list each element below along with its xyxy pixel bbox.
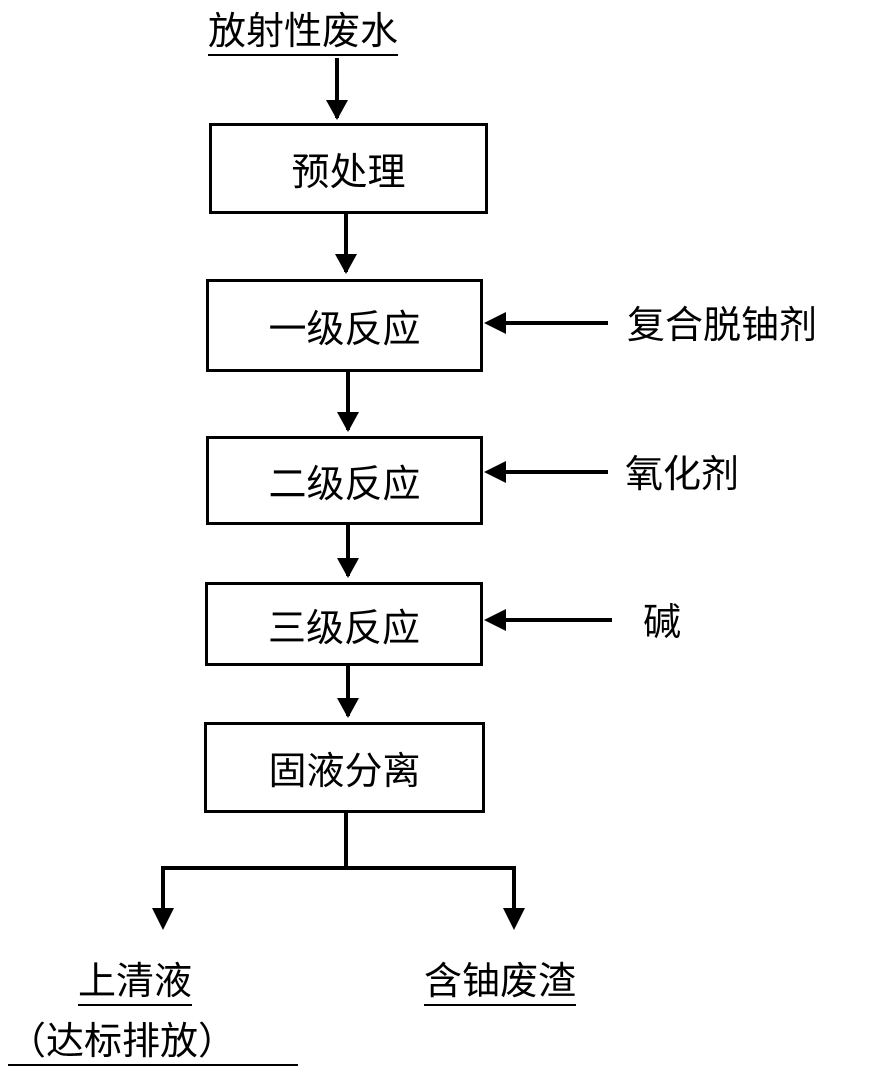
arrowhead — [326, 100, 348, 120]
reaction1-box: 一级反应 — [206, 279, 483, 372]
arrowhead — [335, 254, 357, 274]
input-label: 放射性废水 — [208, 12, 399, 56]
arrowhead — [337, 558, 359, 578]
arrowhead — [337, 698, 359, 718]
reaction3-label: 三级反应 — [267, 605, 420, 650]
arrowhead — [337, 412, 359, 432]
arrowhead — [503, 908, 525, 930]
reaction1-label: 一级反应 — [268, 307, 421, 351]
reaction3-box: 三级反应 — [205, 582, 483, 666]
reaction2-label: 二级反应 — [268, 462, 421, 506]
reagent2-label: 氧化剂 — [625, 452, 740, 496]
reagent1-label: 复合脱铀剂 — [627, 303, 818, 347]
pretreatment-box: 预处理 — [209, 123, 488, 214]
separation-box: 固液分离 — [204, 722, 485, 813]
pretreatment-label: 预处理 — [291, 150, 406, 194]
reaction2-box: 二级反应 — [206, 436, 483, 525]
arrowhead — [484, 461, 506, 483]
arrowhead — [484, 312, 506, 334]
reagent3-label: 碱 — [643, 600, 682, 644]
supernatant-label: 上清液 — [78, 962, 193, 1006]
separation-label: 固液分离 — [268, 749, 421, 793]
residue-label: 含铀废渣 — [424, 962, 577, 1006]
arrowhead — [484, 609, 506, 631]
arrowhead — [152, 908, 174, 930]
supernatant-note: （达标排放） — [8, 1022, 298, 1066]
